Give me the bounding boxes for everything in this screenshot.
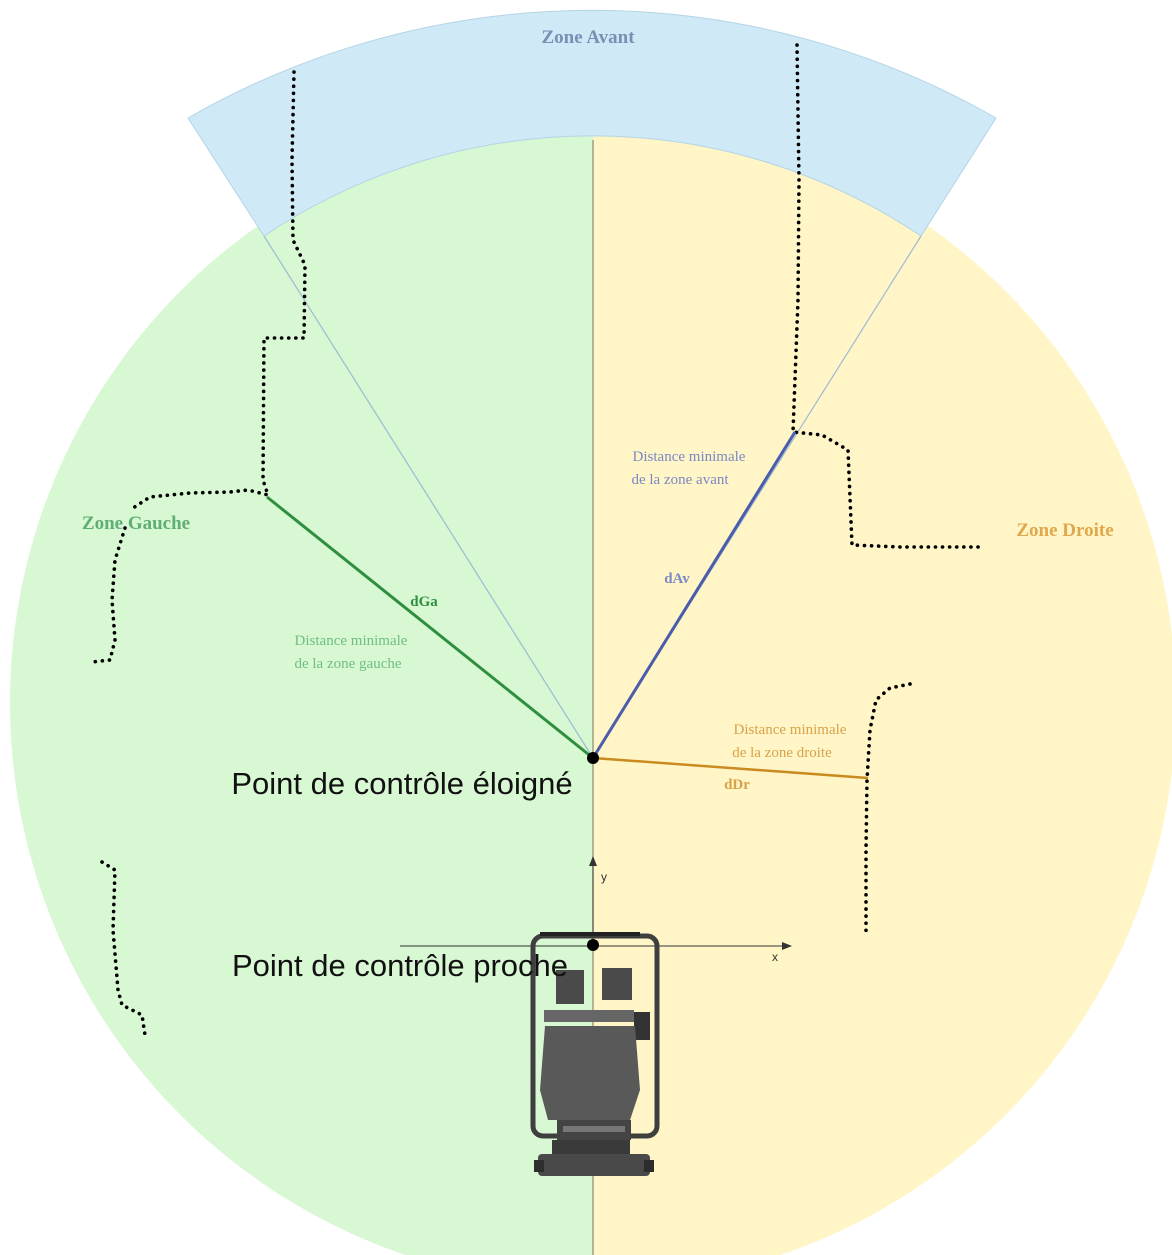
zone-right-label: Zone Droite	[1016, 520, 1113, 541]
distance-right-symbol: dDr	[724, 777, 750, 793]
obstacle-points	[90, 43, 982, 1037]
obstacle-trace-front-right	[791, 43, 982, 549]
distance-line-front	[591, 431, 797, 759]
right-zone-area	[593, 120, 1172, 1255]
obstacle-trace-left-upper	[90, 526, 127, 664]
zone-front-label: Zone Avant	[541, 27, 635, 48]
x-axis-label: x	[772, 950, 778, 964]
front-zone-area	[187, 9, 997, 237]
obstacle-trace-left-lower	[100, 860, 147, 1037]
distance-front-caption-line1: Distance minimale	[633, 449, 746, 465]
robot-icon	[530, 932, 660, 1176]
distance-left-symbol: dGa	[410, 594, 438, 610]
obstacle-trace-front-left	[128, 70, 307, 512]
obstacle-trace-right	[864, 682, 912, 937]
distance-right-caption-line2: de la zone droite	[732, 745, 832, 761]
y-axis-arrow-icon	[589, 856, 597, 866]
near-control-point	[587, 939, 599, 951]
y-axis-label: y	[601, 870, 607, 884]
distance-line-left	[266, 495, 594, 760]
distance-left-caption-line2: de la zone gauche	[294, 656, 401, 672]
left-zone-area	[10, 120, 593, 1255]
x-axis-arrow-icon	[782, 942, 792, 950]
distance-front-caption-line2: de la zone avant	[631, 472, 729, 488]
near-control-point-label: Point de contrôle proche	[232, 948, 568, 983]
far-control-point-label: Point de contrôle éloigné	[231, 766, 572, 801]
distance-right-caption-line1: Distance minimale	[734, 722, 847, 738]
distance-line-right	[592, 756, 869, 780]
distance-front-symbol: dAv	[664, 571, 690, 587]
far-control-point	[587, 752, 599, 764]
front-zone-left-boundary	[263, 235, 594, 759]
distance-left-caption-line1: Distance minimale	[295, 633, 408, 649]
zone-left-label: Zone Gauche	[82, 513, 190, 534]
